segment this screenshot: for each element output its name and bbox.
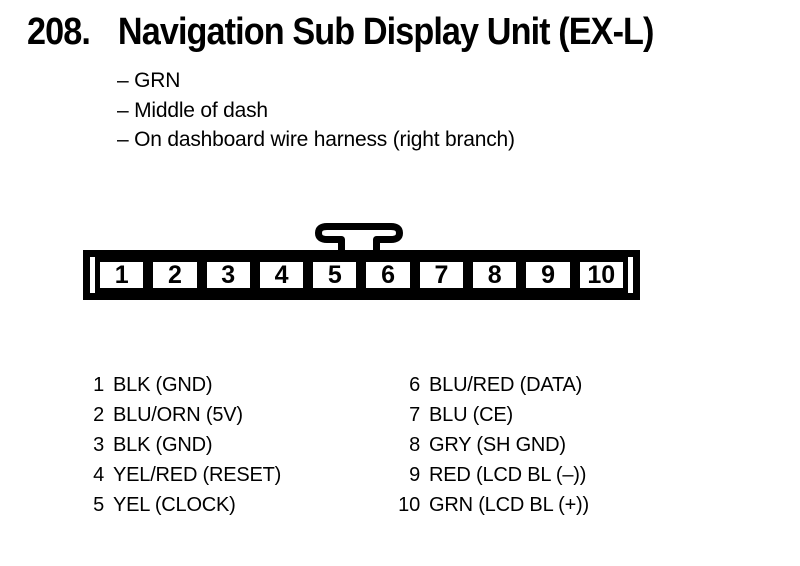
connector-pin-cell: 8 — [468, 257, 522, 293]
pin-table-label: BLU (CE) — [429, 404, 513, 426]
pin-table-number: 4 — [93, 464, 104, 486]
pin-table-label: BLU/ORN (5V) — [113, 404, 243, 426]
pin-table-number: 3 — [93, 434, 104, 456]
connector-pin-cell: 6 — [361, 257, 415, 293]
pin-table-row: 9 RED (LCD BL (–)) — [394, 460, 589, 490]
pin-table-row: 7 BLU (CE) — [394, 400, 589, 430]
pin-table-number: 10 — [398, 494, 420, 516]
connector-pin-cell: 5 — [308, 257, 362, 293]
pin-number: 3 — [221, 260, 236, 289]
pin-table-row: 5 YEL (CLOCK) — [90, 490, 281, 520]
page-title: 208. Navigation Sub Display Unit (EX-L) — [27, 11, 654, 54]
pin-table-row: 4 YEL/RED (RESET) — [90, 460, 281, 490]
pin-table-row: 3 BLK (GND) — [90, 430, 281, 460]
pin-number: 2 — [167, 260, 182, 289]
pin-number: 1 — [114, 260, 129, 289]
pin-table-number: 6 — [409, 374, 420, 396]
pin-number: 10 — [587, 260, 616, 289]
pin-table-label: GRN (LCD BL (+)) — [429, 494, 589, 516]
pin-table-number: 2 — [93, 404, 104, 426]
pin-table-label: BLK (GND) — [113, 374, 213, 396]
pin-table-label: YEL (CLOCK) — [113, 494, 236, 516]
pin-number: 7 — [434, 260, 449, 289]
pin-table-number: 5 — [93, 494, 104, 516]
pin-table-label: BLK (GND) — [113, 434, 213, 456]
pin-number: 6 — [381, 260, 396, 289]
pin-table-label: RED (LCD BL (–)) — [429, 464, 587, 486]
pin-table-row: 2 BLU/ORN (5V) — [90, 400, 281, 430]
pin-table-right: 6 BLU/RED (DATA) 7 BLU (CE) 8 GRY (SH GN… — [394, 370, 589, 520]
pin-number: 9 — [541, 260, 555, 289]
note-line: – GRN — [117, 69, 181, 92]
pin-number: 8 — [487, 260, 502, 289]
pin-table-number: 9 — [409, 464, 420, 486]
pin-table-label: BLU/RED (DATA) — [429, 374, 583, 396]
pin-table-number: 8 — [409, 434, 420, 456]
pin-table-row: 8 GRY (SH GND) — [394, 430, 589, 460]
pin-table-number: 7 — [409, 404, 420, 426]
connector-pin-cell: 9 — [521, 257, 575, 293]
pin-table-label: GRY (SH GND) — [429, 434, 566, 456]
notes-list: – GRN – Middle of dash – On dashboard wi… — [117, 66, 515, 155]
connector-pin-cell: 3 — [201, 257, 255, 293]
pin-table-row: 10 GRN (LCD BL (+)) — [394, 490, 589, 520]
connector-pin-cell: 10 — [574, 257, 628, 293]
connector-pin-cell: 4 — [254, 257, 309, 293]
pin-number: 4 — [274, 260, 289, 289]
page-title-text: Navigation Sub Display Unit (EX-L) — [117, 11, 655, 53]
pin-table-left: 1 BLK (GND) 2 BLU/ORN (5V) 3 BLK (GND) 4… — [90, 370, 281, 520]
note-line: – On dashboard wire harness (right branc… — [117, 128, 515, 151]
page-title-number: 208. — [27, 11, 91, 53]
pin-table-row: 1 BLK (GND) — [90, 370, 281, 400]
connector-pin-cell: 2 — [148, 257, 202, 293]
pin-table-label: YEL/RED (RESET) — [113, 464, 282, 486]
pin-table-number: 1 — [93, 374, 104, 396]
pin-number: 5 — [327, 260, 342, 289]
connector-pin-cell: 1 — [95, 257, 149, 293]
connector-pin-cell: 7 — [414, 257, 469, 293]
connector-body: 1 2 3 4 5 6 7 8 9 10 — [83, 250, 640, 300]
note-line: – Middle of dash — [117, 98, 268, 122]
pin-table-row: 6 BLU/RED (DATA) — [394, 370, 589, 400]
connector-latch-icon — [315, 223, 403, 255]
